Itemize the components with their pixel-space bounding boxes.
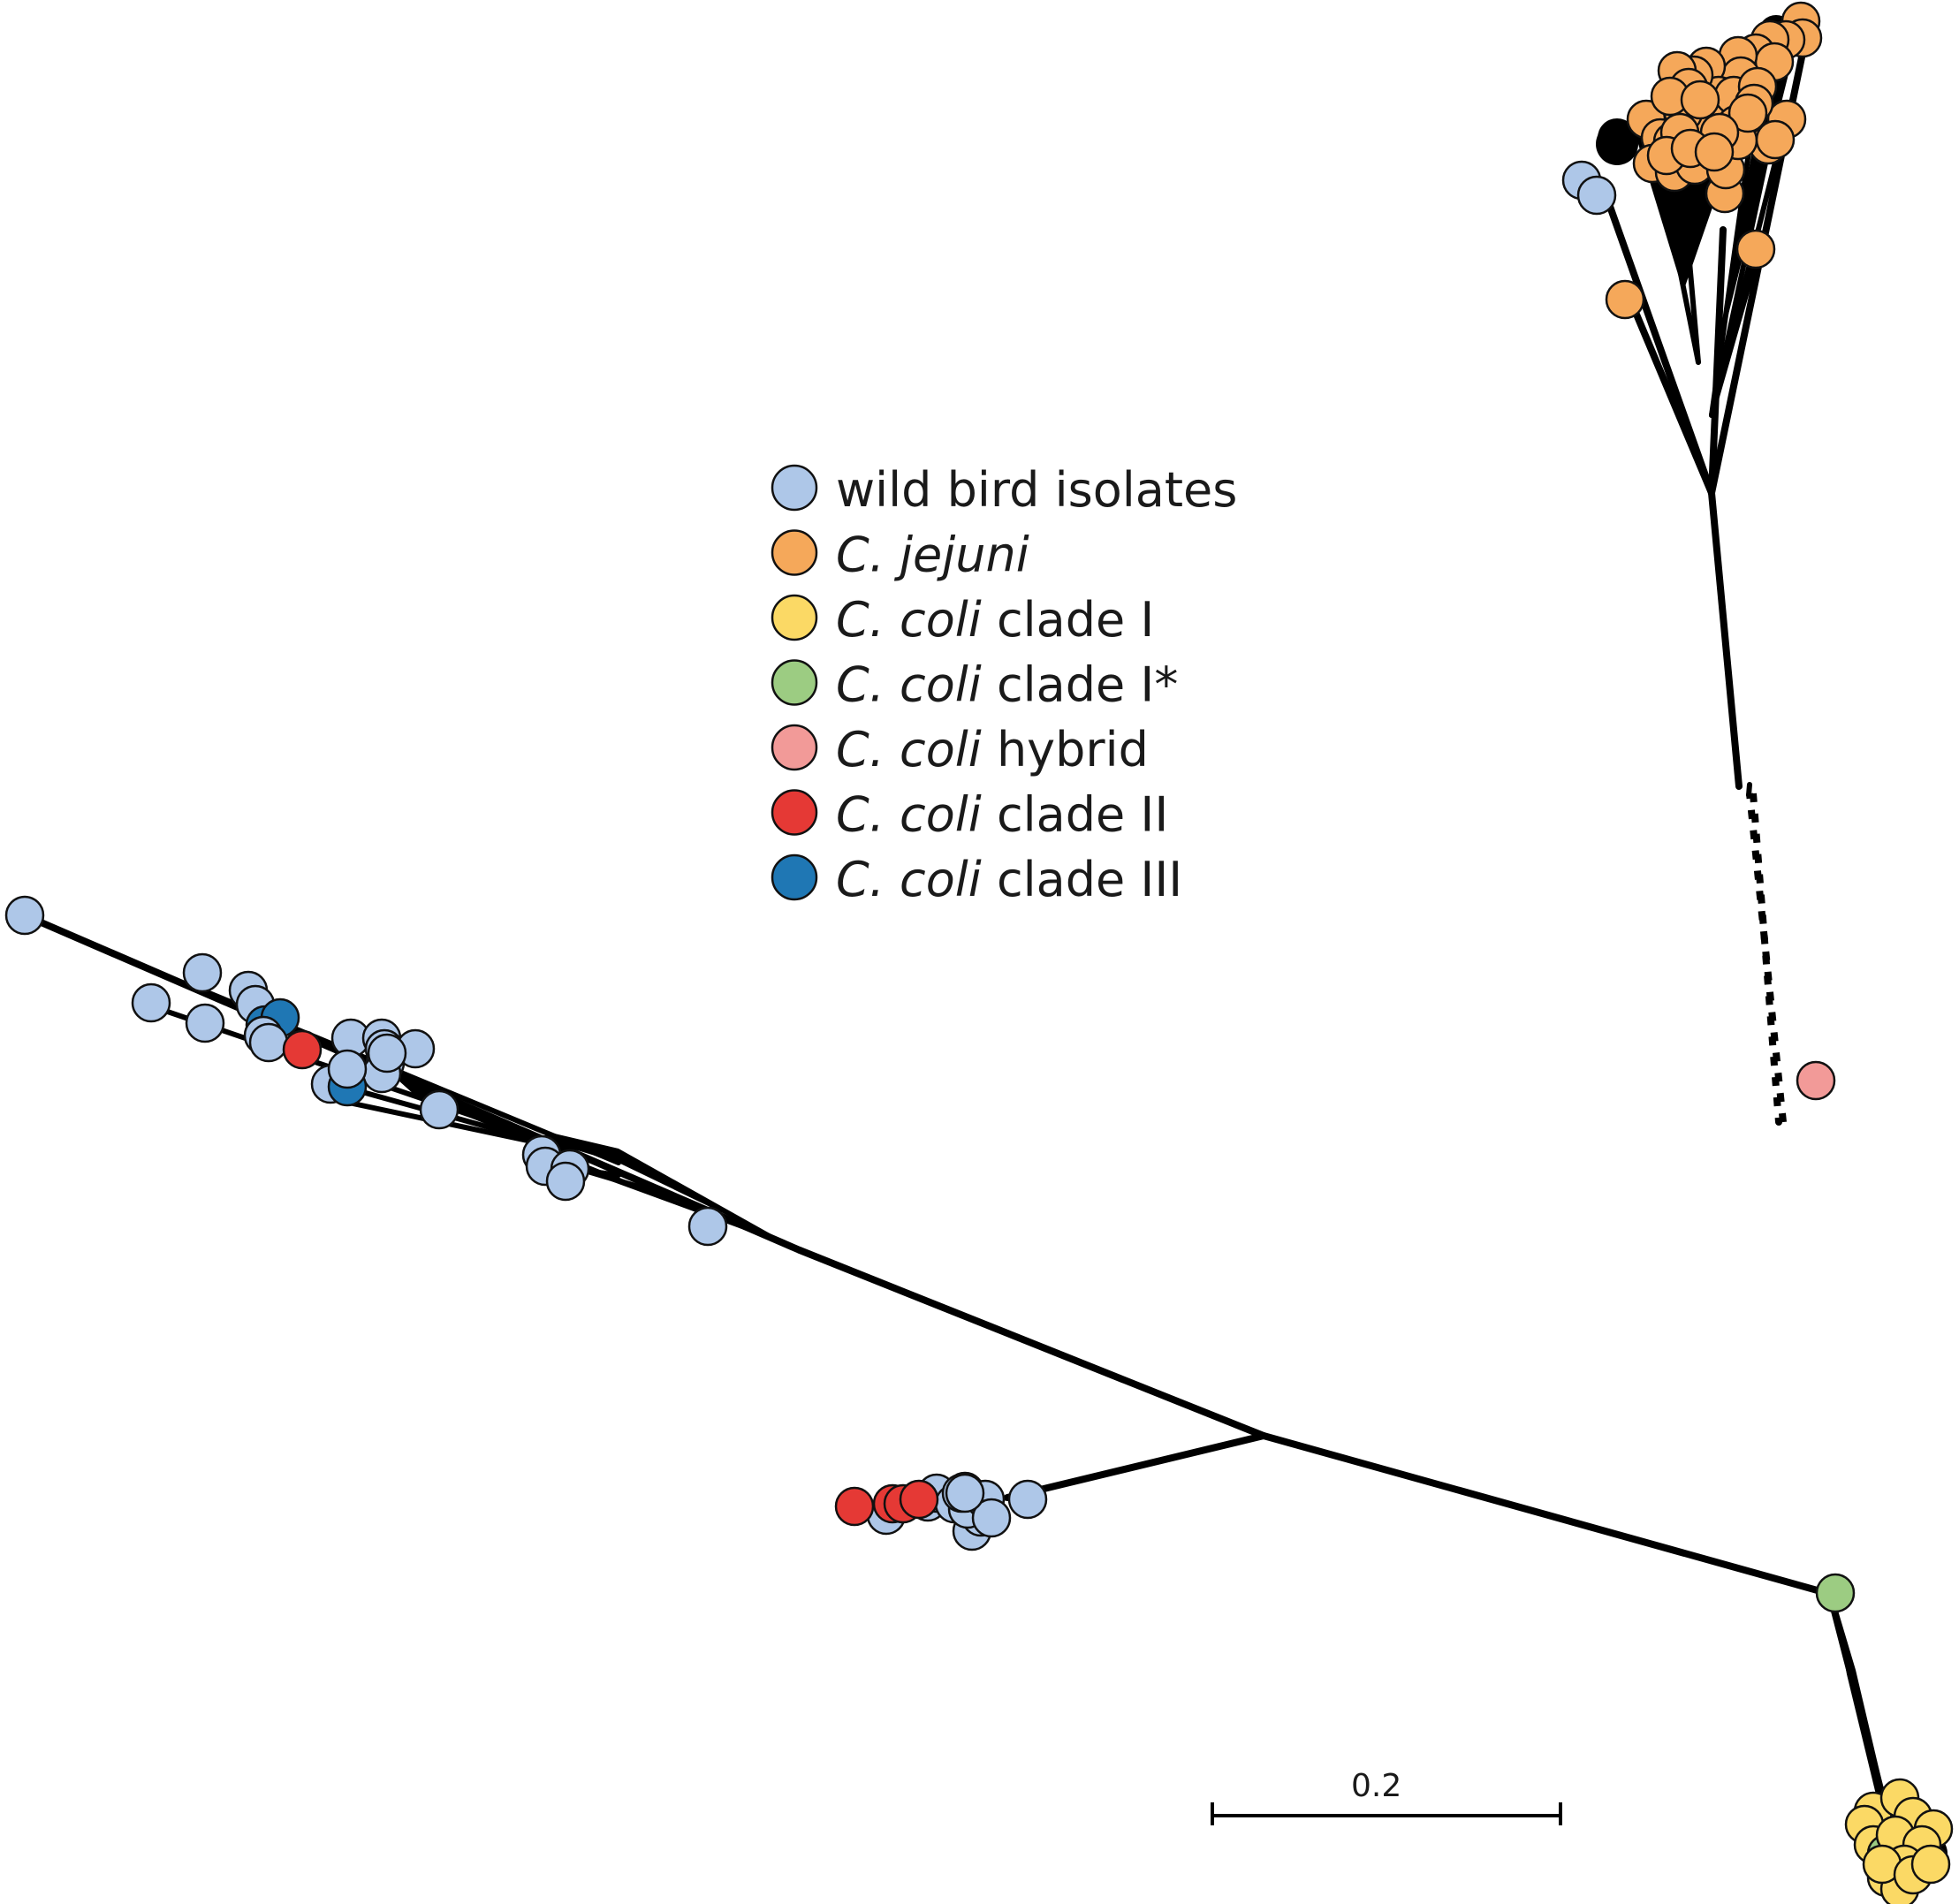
tip-wild <box>185 1003 225 1043</box>
legend-swatch-hybrid <box>771 724 818 771</box>
legend-label-clade2: C. coli clade II <box>836 787 1168 843</box>
legend-swatch-jejuni <box>771 529 818 576</box>
legend-item-wild: wild bird isolates <box>771 462 1237 518</box>
tip-clade2 <box>899 1479 939 1520</box>
tip-wild <box>419 1089 459 1130</box>
collapsed-clade-wedge <box>1834 1596 1891 1820</box>
tree-branches <box>21 49 1903 1868</box>
scale-bar-label: 0.2 <box>1351 1768 1401 1804</box>
dashed-branch <box>1746 782 1782 1123</box>
tip-clade2 <box>282 1029 323 1070</box>
scale-bar: 0.2 <box>1211 1768 1562 1825</box>
legend-swatch-clade1star <box>771 659 818 706</box>
legend-label-clade1star: C. coli clade I* <box>836 657 1178 713</box>
tip-hybrid <box>1796 1060 1836 1101</box>
tree-branch <box>796 1247 1267 1439</box>
tip-jejuni <box>1605 279 1645 320</box>
legend-item-clade3: C. coli clade III <box>771 852 1182 907</box>
tree-branch <box>1260 1432 1834 1597</box>
tree-tips <box>4 1 1954 1904</box>
legend-item-jejuni: C. jejuni <box>771 527 1029 583</box>
legend-swatch-wild <box>771 464 818 512</box>
tip-wild <box>327 1049 368 1089</box>
tip-wild <box>248 1022 289 1063</box>
tree-branch <box>1004 1432 1267 1501</box>
tip-wild <box>131 982 171 1023</box>
tip-wild <box>4 895 45 936</box>
tip-wild <box>971 1498 1012 1538</box>
legend-label-clade3: C. coli clade III <box>836 852 1182 907</box>
tip-jejuni <box>1680 80 1720 120</box>
tree-branch <box>1624 290 1715 497</box>
tree-branch <box>567 1164 692 1204</box>
tip-wild <box>182 952 223 993</box>
tip-wild <box>945 1473 985 1513</box>
tip-wild <box>1576 175 1617 216</box>
tip-wild <box>367 1033 407 1073</box>
tree-branch <box>1709 121 1788 418</box>
legend-label-wild: wild bird isolates <box>836 462 1237 518</box>
legend-label-jejuni: C. jejuni <box>836 527 1029 583</box>
tip-wild <box>1007 1479 1048 1520</box>
tip-wild <box>545 1161 586 1202</box>
tree-branch <box>1708 489 1743 790</box>
legend-label-hybrid: C. coli hybrid <box>836 722 1149 778</box>
tip-wild <box>687 1206 728 1247</box>
tip-clade1star <box>1815 1573 1856 1613</box>
legend-swatch-clade3 <box>771 853 818 901</box>
legend-item-clade1star: C. coli clade I* <box>771 657 1178 713</box>
legend: wild bird isolates C. jejuni C. coli clade… <box>771 462 1237 907</box>
stacked-tips <box>1596 123 1638 165</box>
legend-label-clade1: C. coli clade I <box>836 592 1154 648</box>
tip-jejuni <box>1755 119 1796 160</box>
legend-item-hybrid: C. coli hybrid <box>771 722 1149 778</box>
tip-clade1 <box>1910 1844 1951 1885</box>
tip-jejuni <box>1694 132 1735 172</box>
legend-swatch-clade2 <box>771 789 818 836</box>
tip-jejuni <box>1727 93 1768 133</box>
legend-swatch-clade1 <box>771 594 818 641</box>
tip-clade2 <box>834 1486 875 1527</box>
legend-item-clade2: C. coli clade II <box>771 787 1168 843</box>
legend-item-clade1: C. coli clade I <box>771 592 1154 648</box>
tip-jejuni <box>1735 229 1776 269</box>
